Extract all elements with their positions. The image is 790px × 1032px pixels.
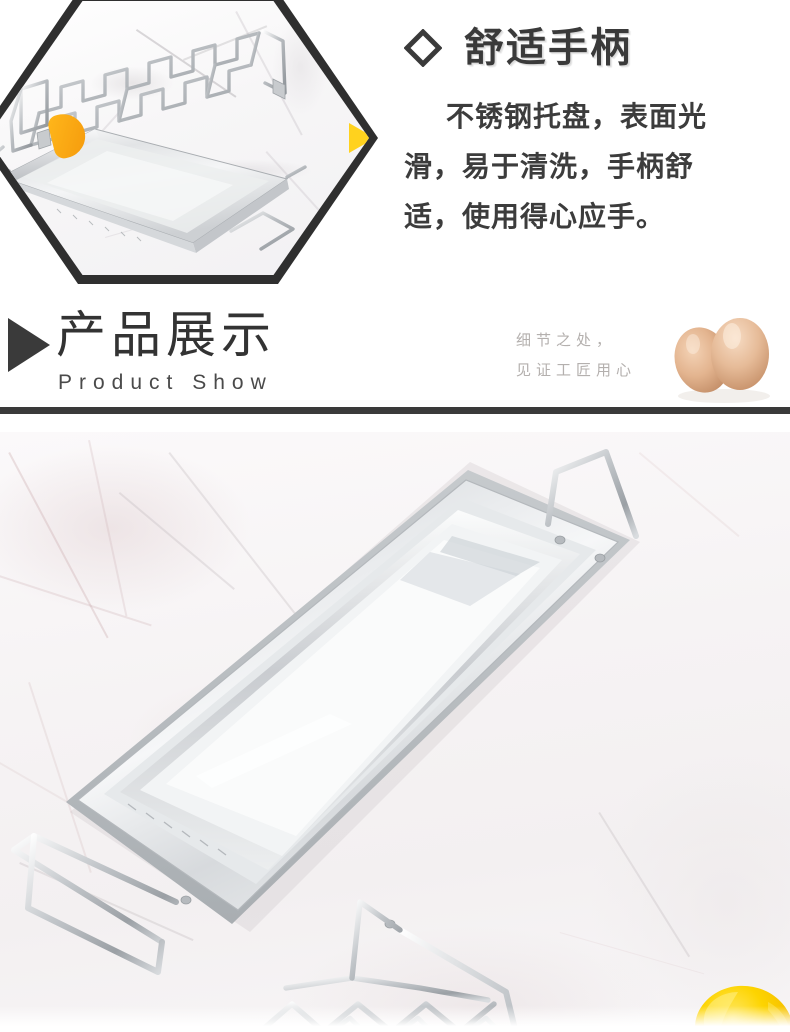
feature-section: 舒适手柄 不锈钢托盘，表面光滑，易于清洗，手柄舒适，使用得心应手。 (0, 0, 790, 296)
photo-bottom-fade (0, 1006, 790, 1032)
feature-text-block: 舒适手柄 不锈钢托盘，表面光滑，易于清洗，手柄舒适，使用得心应手。 (404, 28, 776, 242)
product-illustration (11, 449, 640, 1032)
diamond-outline-icon (404, 29, 442, 67)
feature-title: 舒适手柄 (464, 26, 632, 70)
craft-note-line-1: 细节之处， (516, 332, 617, 349)
craft-note: 细节之处， 见证工匠用心 (516, 326, 636, 386)
section-divider (0, 407, 790, 414)
feature-hexagon-photo (0, 0, 378, 284)
product-photo (0, 432, 790, 1032)
two-brown-eggs-icon (674, 318, 770, 403)
section-title: 产品展示 (56, 307, 276, 363)
craft-note-line-2: 见证工匠用心 (516, 362, 637, 379)
feature-heading-row: 舒适手柄 (404, 28, 776, 68)
hexagon-photo-inner (0, 1, 369, 275)
feature-body-text: 不锈钢托盘，表面光滑，易于清洗，手柄舒适，使用得心应手。 (404, 101, 708, 232)
section-subtitle: Product Show (58, 371, 273, 394)
